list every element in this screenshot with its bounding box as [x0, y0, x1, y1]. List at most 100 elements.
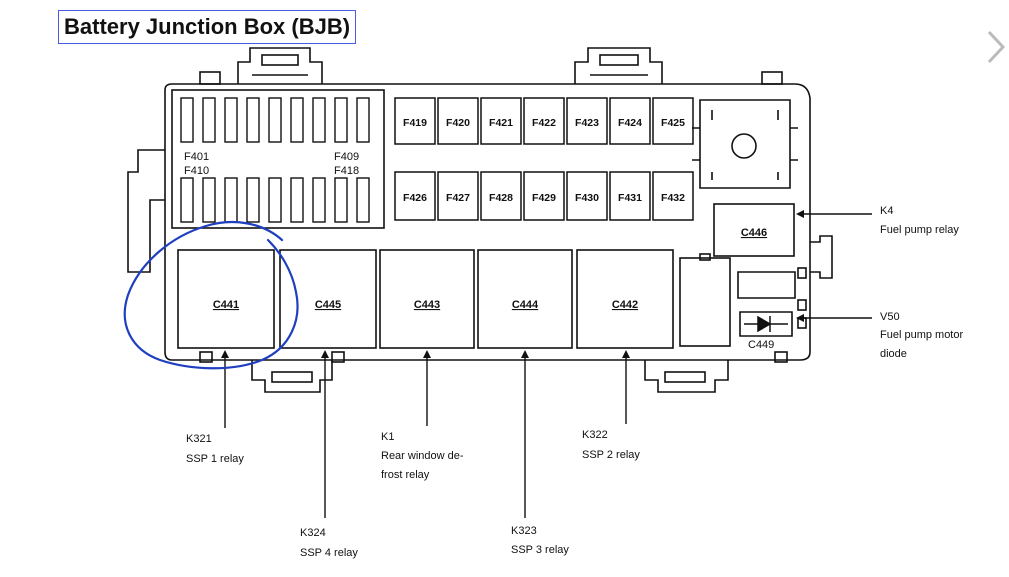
mini-fuse-slot [180, 177, 194, 223]
mini-fuse-slot [268, 97, 282, 143]
callout-k324-code: K324 [300, 527, 326, 539]
mini-fuse-slot [356, 97, 370, 143]
callout-k1-code: K1 [381, 431, 394, 443]
connector-label: C442 [612, 299, 638, 311]
connector-label: C443 [414, 299, 440, 311]
callout-k324-desc: SSP 4 relay [300, 547, 358, 559]
fuse-f426: F426 [394, 171, 436, 221]
mini-fuse-slot [312, 177, 326, 223]
relay-c441: C441 [177, 249, 275, 349]
fuse-row-2: F426 F427 F428 F429 F430 F431 F432 [394, 171, 694, 221]
relay-socket-outline [699, 99, 791, 189]
mini-fuse-label-top-right: F409 [334, 151, 359, 163]
right-edge-connector [810, 235, 833, 279]
fuse-label: F420 [446, 117, 470, 129]
connector-label-c449: C449 [748, 339, 774, 351]
fuse-row-1: F419 F420 F421 F422 F423 F424 F425 [394, 97, 694, 145]
fuse-f430: F430 [566, 171, 608, 221]
fuse-f423: F423 [566, 97, 608, 145]
fuse-label: F425 [661, 117, 685, 129]
mini-fuse-slot [180, 97, 194, 143]
connector-label: C445 [315, 299, 341, 311]
fuse-f427: F427 [437, 171, 479, 221]
fuse-f429: F429 [523, 171, 565, 221]
callout-k321-desc: SSP 1 relay [186, 453, 244, 465]
mini-fuse-slot [290, 97, 304, 143]
circle-annotation [123, 220, 299, 370]
relay-c446: C446 [713, 203, 795, 257]
fuse-label: F432 [661, 192, 685, 204]
mini-fuse-label-bottom-left: F410 [184, 165, 209, 177]
mini-fuse-slot [246, 97, 260, 143]
left-side-clip [127, 149, 165, 273]
callout-v50-desc-1: Fuel pump motor [880, 329, 963, 341]
mounting-hole [731, 133, 757, 159]
callout-v50-desc-2: diode [880, 348, 907, 360]
callout-k321-code: K321 [186, 433, 212, 445]
mini-fuse-slot [246, 177, 260, 223]
fuse-label: F421 [489, 117, 513, 129]
bottom-latch-left [199, 351, 345, 393]
callout-k4-code: K4 [880, 205, 893, 217]
mini-fuse-slot [202, 97, 216, 143]
relay-c442: C442 [576, 249, 674, 349]
callout-k322-code: K322 [582, 429, 608, 441]
mini-fuse-slots [180, 97, 370, 223]
mini-fuse-label-top-left: F401 [184, 151, 209, 163]
mini-fuse-slot [202, 177, 216, 223]
relay-c444: C444 [477, 249, 573, 349]
fuse-label: F431 [618, 192, 642, 204]
fuse-f420: F420 [437, 97, 479, 145]
callout-k1-desc-1: Rear window de- [381, 450, 464, 462]
fuse-label: F427 [446, 192, 470, 204]
callout-v50-code: V50 [880, 311, 900, 323]
mini-fuse-slot [268, 177, 282, 223]
fuse-f419: F419 [394, 97, 436, 145]
diode-symbol-icon [744, 315, 788, 333]
mini-fuse-slot [290, 177, 304, 223]
fuse-label: F429 [532, 192, 556, 204]
housing-outline [164, 83, 811, 361]
top-latch-right [574, 47, 783, 85]
mini-fuse-slot [356, 177, 370, 223]
diode-socket [739, 311, 793, 337]
fuse-f428: F428 [480, 171, 522, 221]
mini-fuse-slot [334, 97, 348, 143]
mini-fuse-slot [224, 177, 238, 223]
fuse-label: F426 [403, 192, 427, 204]
fuse-f421: F421 [480, 97, 522, 145]
small-relay-block [679, 257, 731, 347]
callout-k322-desc: SSP 2 relay [582, 449, 640, 461]
relay-c443: C443 [379, 249, 475, 349]
connector-label: C446 [741, 227, 767, 239]
fuse-label: F430 [575, 192, 599, 204]
fuse-label: F423 [575, 117, 599, 129]
callout-k323-desc: SSP 3 relay [511, 544, 569, 556]
fuse-label: F424 [618, 117, 642, 129]
mini-fuse-slot [334, 177, 348, 223]
mini-fuse-label-bottom-right: F418 [334, 165, 359, 177]
fuse-f424: F424 [609, 97, 651, 145]
fuse-label: F422 [532, 117, 556, 129]
fuse-label: F428 [489, 192, 513, 204]
fuse-f422: F422 [523, 97, 565, 145]
fuse-label: F419 [403, 117, 427, 129]
bottom-latch-right [644, 351, 788, 393]
chevron-right-icon [987, 30, 1006, 64]
relay-c445: C445 [279, 249, 377, 349]
fuse-f425: F425 [652, 97, 694, 145]
mini-fuse-slot [312, 97, 326, 143]
callout-k1-desc-2: frost relay [381, 469, 430, 481]
mini-fuse-slot [224, 97, 238, 143]
fuse-f431: F431 [609, 171, 651, 221]
fuse-f432: F432 [652, 171, 694, 221]
callout-k323-code: K323 [511, 525, 537, 537]
callout-k4-desc: Fuel pump relay [880, 224, 959, 236]
terminal-block-1 [737, 271, 796, 299]
connector-label: C441 [213, 299, 239, 311]
mini-fuse-block [171, 89, 385, 229]
next-chevron-button[interactable] [981, 22, 1009, 72]
top-latch-left [199, 47, 323, 85]
connector-label: C444 [512, 299, 539, 311]
